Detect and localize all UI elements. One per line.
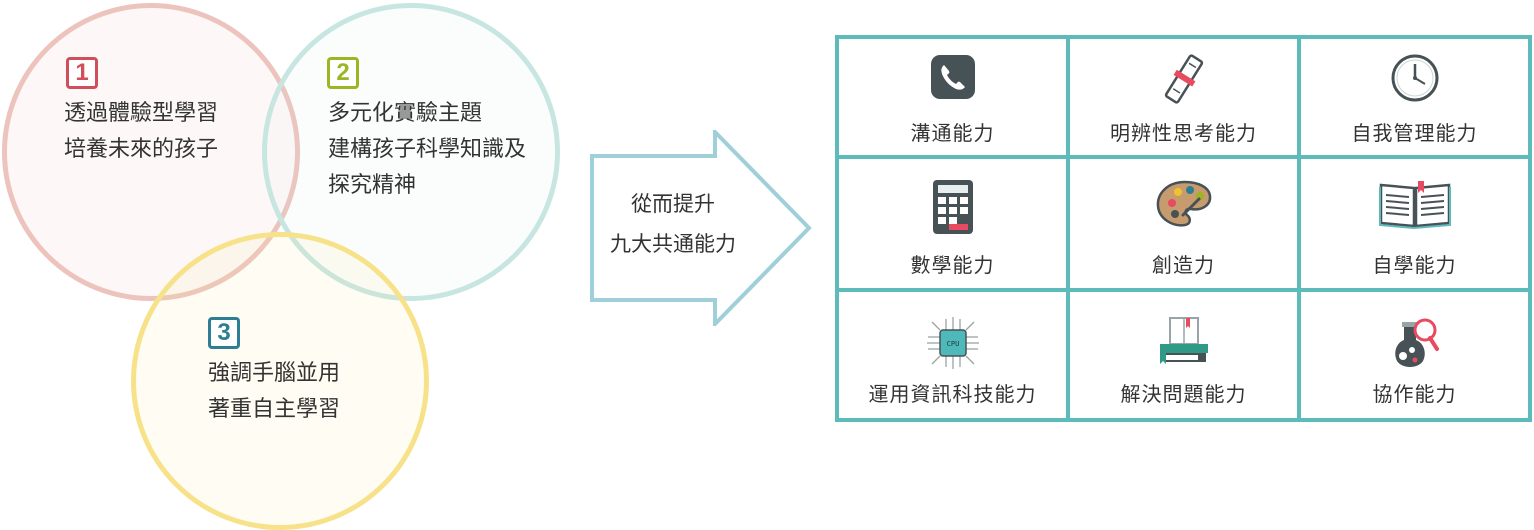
number-badge-1: 1 xyxy=(66,57,98,89)
cpu-icon: CPU xyxy=(926,317,979,369)
abilities-grid: 溝通能力 明辨性思考能力 自我管理能力 xyxy=(835,35,1532,422)
clock-icon xyxy=(1391,54,1438,102)
circle-2-line-3: 探究精神 xyxy=(328,173,417,198)
ability-cell-problem-solving: 解決問題能力 xyxy=(1070,292,1301,418)
circle-3-line-1: 強調手腦並用 xyxy=(208,361,341,386)
science-icon xyxy=(1394,318,1439,367)
ability-cell-self-learning: 自學能力 xyxy=(1301,159,1528,292)
ability-cell-communication: 溝通能力 xyxy=(839,39,1070,159)
ability-label: 創造力 xyxy=(1152,253,1215,277)
arrow-text: 從而提升 九大共通能力 xyxy=(603,184,743,264)
circle-1-line-1: 透過體驗型學習 xyxy=(64,101,219,126)
circle-2-line-2: 建構孩子科學知識及 xyxy=(328,137,527,162)
ability-cell-creativity: 創造力 xyxy=(1070,159,1301,292)
ability-label: 溝通能力 xyxy=(910,121,995,145)
ability-cell-critical-thinking: 明辨性思考能力 xyxy=(1070,39,1301,159)
circle-3-text: 強調手腦並用 著重自主學習 xyxy=(208,356,340,428)
venn-circle-1 xyxy=(2,3,300,301)
ability-cell-self-management: 自我管理能力 xyxy=(1301,39,1528,159)
circle-2-text: 多元化實驗主題 建構孩子科學知識及 探究精神 xyxy=(328,96,526,204)
ability-label: 自我管理能力 xyxy=(1351,121,1478,145)
right-arrow-shape xyxy=(590,130,812,326)
ability-label: 明辨性思考能力 xyxy=(1110,121,1257,145)
ability-label: 協作能力 xyxy=(1372,382,1457,406)
arrow-line-1: 從而提升 xyxy=(631,192,715,216)
number-badge-2: 2 xyxy=(327,57,359,89)
calculator-icon xyxy=(932,180,973,234)
ability-label: 數學能力 xyxy=(910,253,995,277)
number-badge-3: 3 xyxy=(208,317,240,349)
palette-icon xyxy=(1156,180,1211,227)
books-icon xyxy=(1159,317,1208,364)
arrow-line-2: 九大共通能力 xyxy=(610,232,736,256)
ability-cell-collaboration: 協作能力 xyxy=(1301,292,1528,418)
circle-1-text: 透過體驗型學習 培養未來的孩子 xyxy=(64,96,218,168)
phone-icon xyxy=(930,55,975,99)
circle-1-line-2: 培養未來的孩子 xyxy=(64,137,219,162)
ability-label: 解決問題能力 xyxy=(1120,382,1247,406)
venn-circle-3 xyxy=(131,232,429,530)
circle-3-line-2: 著重自主學習 xyxy=(208,397,341,422)
book-icon xyxy=(1378,181,1451,229)
diploma-icon xyxy=(1164,54,1203,104)
ability-cell-it: CPU 運用資訊科技能力 xyxy=(839,292,1070,418)
ability-label: 運用資訊科技能力 xyxy=(868,382,1037,406)
circle-2-line-1: 多元化實驗主題 xyxy=(328,101,483,126)
ability-label: 自學能力 xyxy=(1372,253,1457,277)
svg-text:CPU: CPU xyxy=(946,340,959,348)
ability-cell-math: 數學能力 xyxy=(839,159,1070,292)
